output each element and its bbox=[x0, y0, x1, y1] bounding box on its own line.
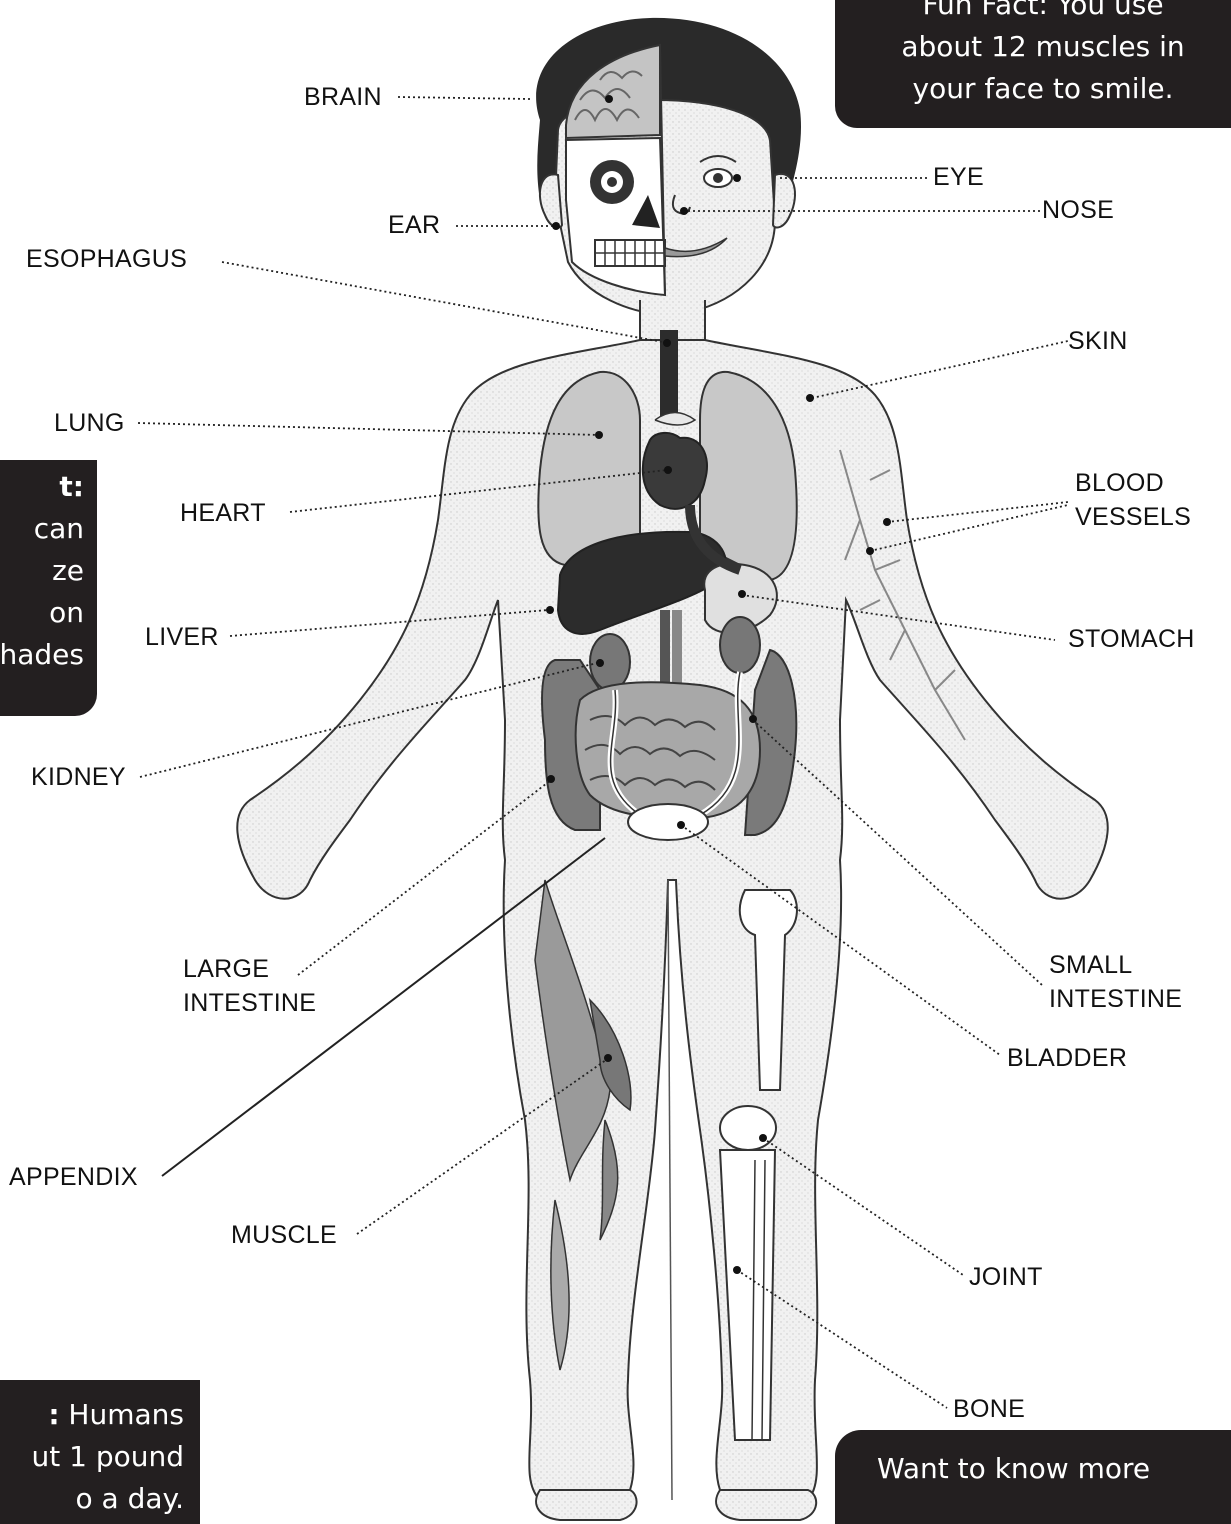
label-small-intestine-line2: INTESTINE bbox=[1049, 982, 1182, 1016]
label-brain: BRAIN bbox=[304, 80, 382, 114]
label-bone: BONE bbox=[953, 1392, 1025, 1426]
label-large-intestine-line2: INTESTINE bbox=[183, 986, 316, 1020]
fun-fact-top-line1: Fun Fact: You use bbox=[863, 0, 1223, 26]
label-esophagus: ESOPHAGUS bbox=[26, 242, 187, 276]
label-joint: JOINT bbox=[969, 1260, 1043, 1294]
fun-fact-bottom-left-line3: o a day. bbox=[0, 1478, 184, 1520]
label-kidney: KIDNEY bbox=[31, 760, 126, 794]
knee bbox=[720, 1106, 776, 1150]
label-lung: LUNG bbox=[54, 406, 125, 440]
label-eye: EYE bbox=[933, 160, 984, 194]
label-small-intestine: SMALL INTESTINE bbox=[1049, 948, 1182, 1016]
fun-fact-top-line2: about 12 muscles in bbox=[863, 26, 1223, 68]
label-large-intestine: LARGE INTESTINE bbox=[183, 952, 316, 1020]
label-nose: NOSE bbox=[1042, 193, 1114, 227]
fun-fact-left-line3: ze bbox=[0, 550, 84, 592]
heart bbox=[643, 433, 707, 509]
fun-fact-box-left: t: can ze on hades bbox=[0, 460, 97, 716]
label-muscle: MUSCLE bbox=[231, 1218, 337, 1252]
fun-fact-bottom-left-bold: : bbox=[48, 1398, 59, 1431]
label-heart: HEART bbox=[180, 496, 266, 530]
body-outline bbox=[237, 340, 1107, 1509]
small-intestine bbox=[576, 682, 760, 818]
label-skin: SKIN bbox=[1068, 324, 1128, 358]
bladder bbox=[628, 804, 708, 840]
kidney-left bbox=[590, 634, 630, 690]
label-blood-vessels: BLOOD VESSELS bbox=[1075, 466, 1191, 534]
fun-fact-left-line1: t: bbox=[0, 466, 84, 508]
label-bladder: BLADDER bbox=[1007, 1041, 1127, 1075]
fun-fact-bottom-left-line2: ut 1 pound bbox=[0, 1436, 184, 1478]
label-liver: LIVER bbox=[145, 620, 219, 654]
label-blood-vessels-line1: BLOOD bbox=[1075, 466, 1191, 500]
foot-right bbox=[716, 1490, 816, 1520]
fun-fact-box-bottom-left: : Humans ut 1 pound o a day. bbox=[0, 1380, 200, 1524]
fun-fact-bottom-left-line1: Humans bbox=[68, 1398, 184, 1431]
label-small-intestine-line1: SMALL bbox=[1049, 948, 1182, 982]
ear-left bbox=[540, 174, 562, 227]
fun-fact-left-line4: on bbox=[0, 592, 84, 634]
fun-fact-bottom-right-line1: Want to know more bbox=[877, 1448, 1231, 1490]
label-large-intestine-line1: LARGE bbox=[183, 952, 316, 986]
label-ear: EAR bbox=[388, 208, 440, 242]
fun-fact-box-top-right: Fun Fact: You use about 12 muscles in yo… bbox=[835, 0, 1231, 128]
kidney-right bbox=[720, 617, 760, 673]
fun-fact-left-line5: hades bbox=[0, 634, 84, 676]
label-appendix: APPENDIX bbox=[9, 1160, 138, 1194]
foot-left bbox=[536, 1490, 636, 1520]
fun-fact-left-line2: can bbox=[0, 508, 84, 550]
ear-right bbox=[773, 174, 795, 228]
label-blood-vessels-line2: VESSELS bbox=[1075, 500, 1191, 534]
label-stomach: STOMACH bbox=[1068, 622, 1195, 656]
fun-fact-box-bottom-right: Want to know more bbox=[835, 1430, 1231, 1524]
fun-fact-top-line3: your face to smile. bbox=[863, 68, 1223, 110]
